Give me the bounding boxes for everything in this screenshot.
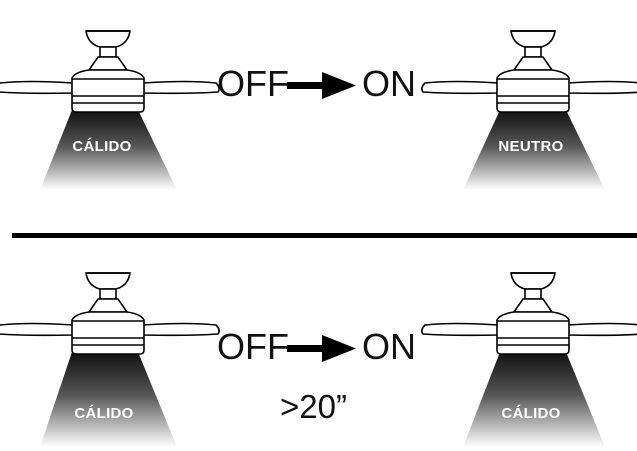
row1-arrow-icon [287,72,356,99]
row1-right-light-beam [463,110,605,190]
row2-left-fan-label: CÁLIDO [74,405,133,422]
row1-off-text: OFF [217,63,289,104]
row1-left-light-beam [40,110,177,190]
row2-left-fan: CÁLIDO [0,272,221,447]
divider-line [12,233,637,238]
row2-left-light-beam [40,352,177,447]
row2-right-light-beam [463,352,605,447]
row2-arrow-icon [287,335,356,362]
row1-right-fan-label: NEUTRO [498,138,563,155]
row1-left-fan-label: CÁLIDO [72,138,131,155]
row1-on-text: ON [362,63,416,104]
row2-delay-note: >20” [280,388,347,425]
row2-off-text: OFF [217,326,289,367]
row2-on-text: ON [362,326,416,367]
row1-left-fan: CÁLIDO [0,30,221,190]
row2-right-fan-label: CÁLIDO [501,405,560,422]
row1-right-fan: NEUTRO [420,30,637,190]
row2-right-fan: CÁLIDO [420,272,637,447]
